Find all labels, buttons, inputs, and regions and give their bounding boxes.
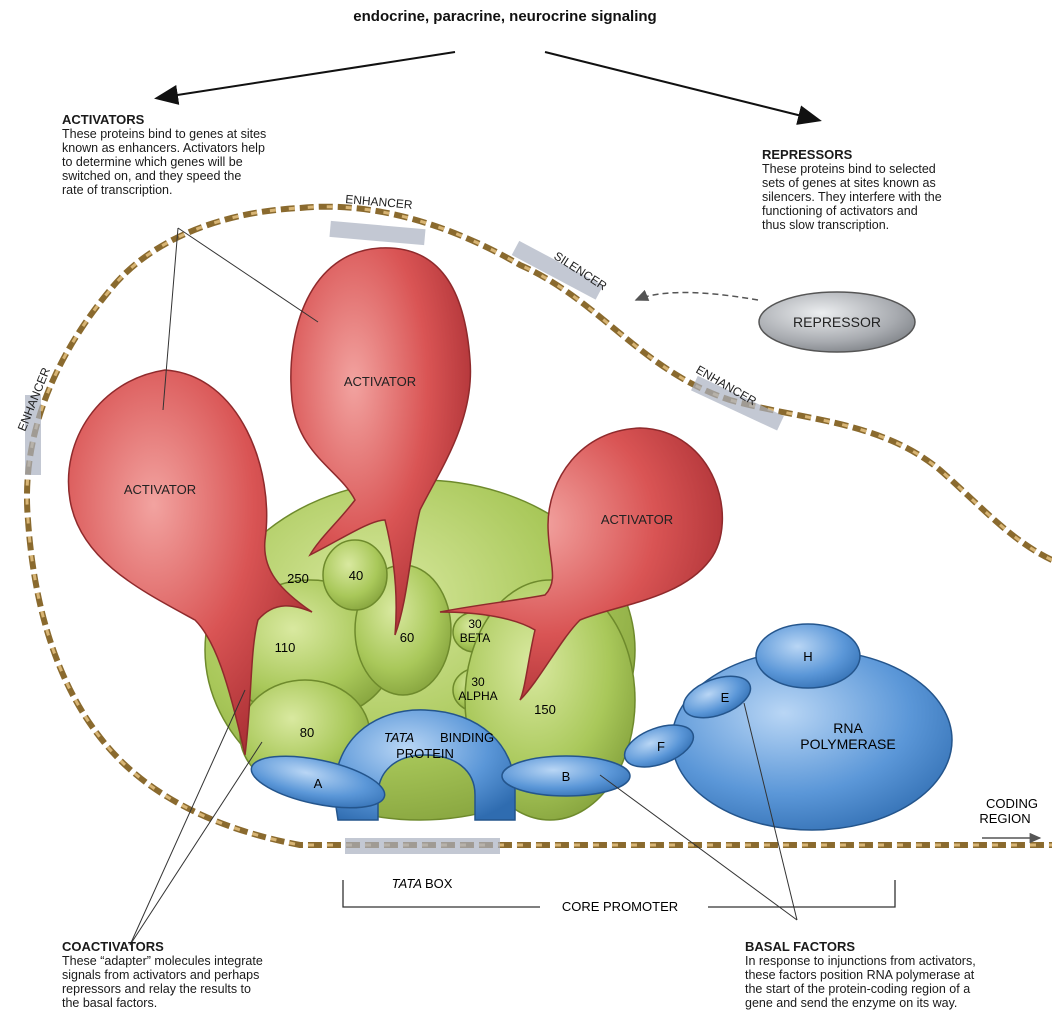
repressors-heading: REPRESSORS: [762, 148, 1032, 162]
activators-line-1: These proteins bind to genes at sites: [62, 127, 342, 141]
core-promoter-label: CORE PROMOTER: [562, 899, 678, 914]
enhancer-site-top: [329, 221, 425, 245]
activators-heading: ACTIVATORS: [62, 113, 342, 127]
coactivators-line-3: repressors and relay the results to: [62, 982, 362, 996]
factor-h-label: H: [803, 649, 812, 664]
leader-coactivator-80: [130, 742, 262, 945]
factor-a-label: A: [314, 776, 323, 791]
activators-line-4: switched on, and they speed the: [62, 169, 342, 183]
basal-factors-heading: BASAL FACTORS: [745, 940, 1045, 954]
arrow-to-activators: [158, 52, 455, 98]
basal-factors-line-3: the start of the protein-coding region o…: [745, 982, 1045, 996]
tata-box-label-box: BOX: [425, 876, 453, 891]
coactivator-30-beta-number: 30: [468, 617, 482, 631]
factor-b-label: B: [562, 769, 571, 784]
repressors-line-1: These proteins bind to selected: [762, 162, 1032, 176]
coactivators-heading: COACTIVATORS: [62, 940, 362, 954]
repressors-line-4: functioning of activators and: [762, 204, 1032, 218]
coactivator-80-label: 80: [300, 725, 314, 740]
coactivator-40-label: 40: [349, 568, 363, 583]
tata-box-label-tata: TATA: [392, 876, 422, 891]
coactivators-line-1: These “adapter” molecules integrate: [62, 954, 362, 968]
tbp-label-protein: PROTEIN: [396, 746, 454, 761]
coactivators-line-2: signals from activators and perhaps: [62, 968, 362, 982]
basal-factors-line-2: these factors position RNA polymerase at: [745, 968, 1045, 982]
coactivator-30-alpha-label: ALPHA: [458, 689, 497, 703]
rna-polymerase-label-1: RNA: [833, 720, 863, 736]
coactivator-60-label: 60: [400, 630, 414, 645]
tbp-label-binding: BINDING: [440, 730, 494, 745]
repressors-line-3: silencers. They interfere with the: [762, 190, 1032, 204]
activators-line-2: known as enhancers. Activators help: [62, 141, 342, 155]
activators-line-5: rate of transcription.: [62, 183, 342, 197]
coactivators-line-4: the basal factors.: [62, 996, 362, 1010]
basal-factors-line-1: In response to injunctions from activato…: [745, 954, 1045, 968]
coding-region-label-1: CODING: [986, 796, 1038, 811]
activators-caption: ACTIVATORS These proteins bind to genes …: [62, 113, 342, 197]
factor-e-label: E: [721, 690, 730, 705]
repressors-caption: REPRESSORS These proteins bind to select…: [762, 148, 1032, 232]
factor-f-label: F: [657, 739, 665, 754]
repressors-line-2: sets of genes at sites known as: [762, 176, 1032, 190]
coactivator-30-beta-label: BETA: [460, 631, 490, 645]
basal-factors-line-4: gene and send the enzyme on its way.: [745, 996, 1045, 1010]
coactivators-caption: COACTIVATORS These “adapter” molecules i…: [62, 940, 362, 1010]
signal-arrows: [158, 52, 818, 120]
repressor-label: REPRESSOR: [793, 314, 881, 330]
tata-box-site: [345, 838, 500, 854]
coactivator-110-label: 110: [275, 640, 296, 655]
basal-factors-caption: BASAL FACTORS In response to injunctions…: [745, 940, 1045, 1010]
coactivator-30-alpha-number: 30: [471, 675, 485, 689]
coactivator-250-label: 250: [287, 571, 309, 586]
rna-polymerase-label-2: POLYMERASE: [800, 736, 895, 752]
coactivator-150-label: 150: [534, 702, 556, 717]
activators-line-3: to determine which genes will be: [62, 155, 342, 169]
repressors-line-5: thus slow transcription.: [762, 218, 1032, 232]
arrow-to-repressors: [545, 52, 818, 120]
enhancer-top-label: ENHANCER: [345, 192, 414, 212]
activator-middle-label: ACTIVATOR: [344, 374, 416, 389]
tbp-label-tata: TATA: [384, 730, 414, 745]
activator-right-label: ACTIVATOR: [601, 512, 673, 527]
coding-region-label-2: REGION: [979, 811, 1030, 826]
leader-coactivator-110: [130, 690, 245, 945]
leader-activator-middle: [178, 228, 318, 322]
activator-left-label: ACTIVATOR: [124, 482, 196, 497]
repressor-protein: REPRESSOR: [636, 292, 915, 352]
